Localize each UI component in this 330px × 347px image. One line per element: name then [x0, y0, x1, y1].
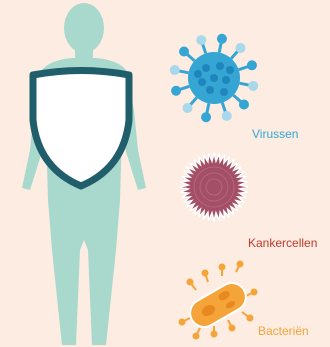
cancer-cell-icon — [180, 153, 248, 221]
bacteria-label: Bacteriën — [258, 324, 309, 338]
virus-icon — [170, 34, 258, 122]
bacteria-icon — [180, 262, 257, 339]
cancer-cells-label: Kankercellen — [248, 236, 317, 250]
virus-label: Virussen — [252, 127, 298, 141]
